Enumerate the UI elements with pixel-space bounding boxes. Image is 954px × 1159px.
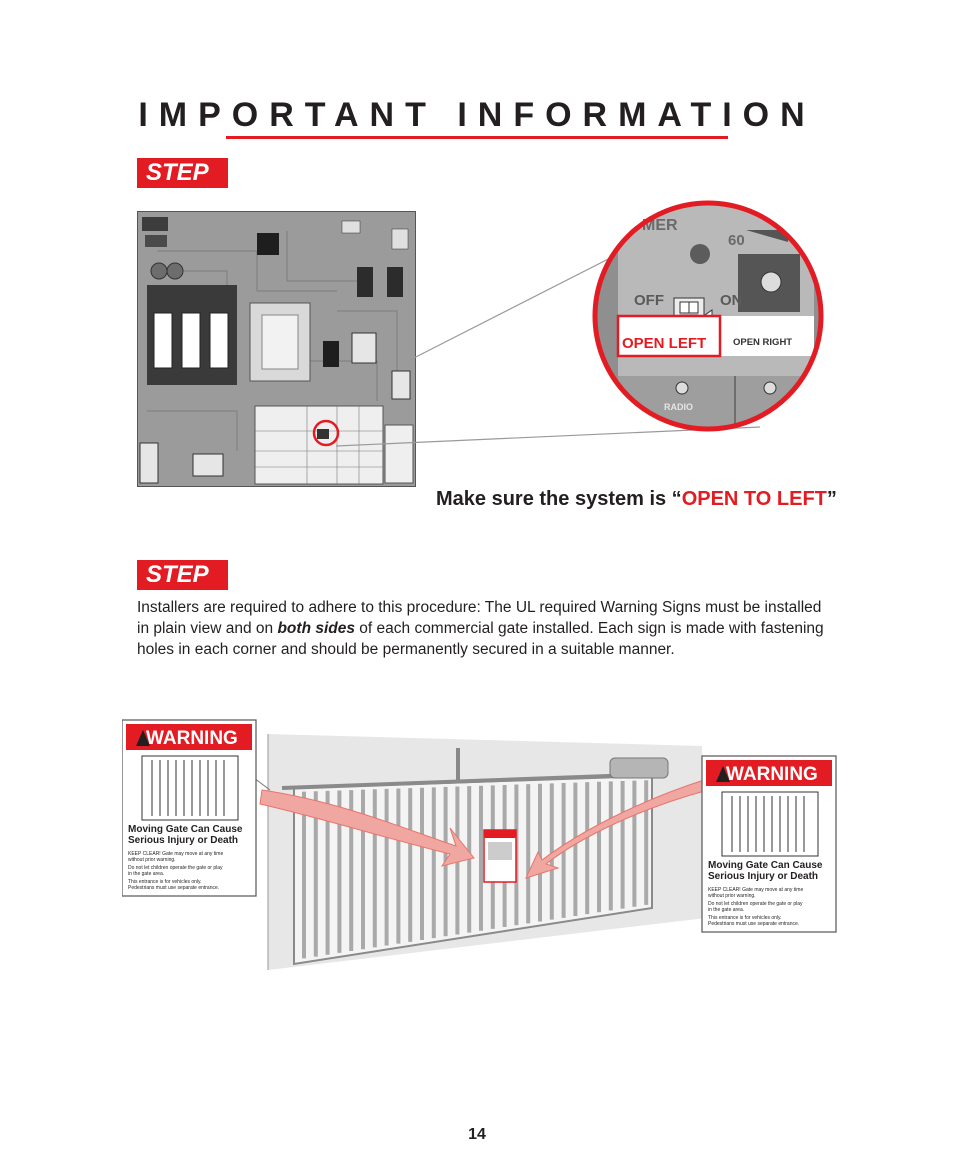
zoom-label-on: ON [720, 292, 743, 309]
zoom-label-radio: RADIO [664, 402, 693, 412]
right-sign-line-2: without prior warning. [708, 893, 756, 899]
left-sign-line-1: KEEP CLEAR! Gate may move at any time [128, 851, 223, 857]
paragraph-part-2: of each commercial gate installed. Each … [137, 620, 824, 658]
instruction-suffix: ” [826, 488, 837, 510]
left-sign-headline-1: Moving Gate Can Cause [128, 824, 243, 835]
left-sign-line-4: in the gate area. [128, 871, 164, 877]
left-sign-line-3: Do not let children operate the gate or … [128, 865, 223, 871]
left-sign-line-2: without prior warning. [128, 857, 176, 863]
gate-warning-sign-illustration: WARNING Moving Gate Can Cause Serious In… [122, 719, 837, 970]
paragraph-part-1: Installers are required to adhere to thi… [137, 599, 822, 637]
step-13-badge: STEP 13 [137, 560, 228, 618]
left-sign-header: WARNING [146, 728, 238, 749]
right-sign-line-6: Pedestrians must use separate entrance. [708, 921, 799, 927]
right-sign-line-3: Do not let children operate the gate or … [708, 901, 803, 907]
right-sign-headline-1: Moving Gate Can Cause [708, 860, 823, 871]
left-sign-headline-2: Serious Injury or Death [128, 835, 238, 846]
control-board-illustration [137, 211, 416, 487]
left-sign-line-5: This entrance is for vehicles only. [128, 879, 202, 885]
page-number: 14 [468, 1126, 486, 1143]
zoom-label-60: 60 [728, 232, 745, 249]
paragraph-bold: both sides [277, 620, 355, 637]
zoom-label-open-left: OPEN LEFT [622, 335, 706, 352]
step-12-instruction: Make sure the system is “OPEN TO LEFT” [436, 488, 837, 511]
instruction-highlight: OPEN TO LEFT [681, 488, 827, 510]
right-sign-line-1: KEEP CLEAR! Gate may move at any time [708, 887, 803, 893]
instruction-prefix: Make sure the system is “ [436, 488, 682, 510]
right-sign-headline-2: Serious Injury or Death [708, 871, 818, 882]
step-13-paragraph: Installers are required to adhere to thi… [137, 597, 827, 660]
dip-switch-zoom: MER 60 OFF ON OPEN LEFT OPEN RIGHT RADIO [592, 200, 824, 432]
zoom-label-off: OFF [634, 292, 664, 309]
right-sign-header: WARNING [726, 764, 818, 785]
zoom-label-open-right: OPEN RIGHT [733, 337, 792, 348]
right-sign-line-5: This entrance is for vehicles only. [708, 915, 782, 921]
title-underline [226, 136, 728, 139]
page-title: IMPORTANT INFORMATION [138, 96, 816, 134]
left-sign-line-6: Pedestrians must use separate entrance. [128, 885, 219, 891]
right-sign-line-4: in the gate area. [708, 907, 744, 913]
